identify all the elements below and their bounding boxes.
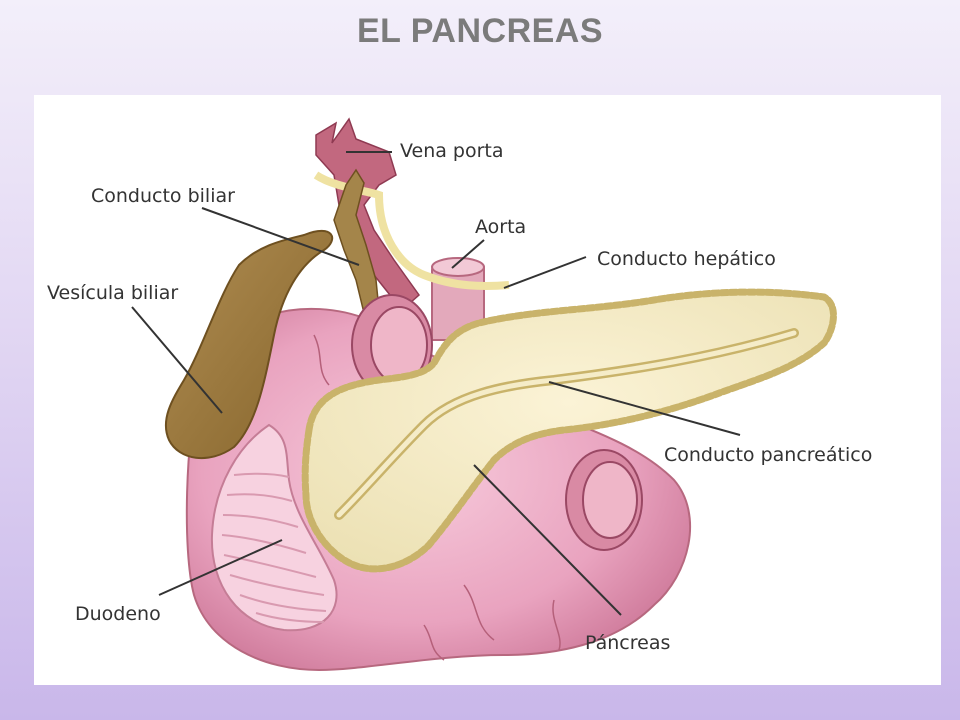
aorta-opening xyxy=(431,257,485,277)
upper-vessel xyxy=(351,294,433,396)
duodeno-folds xyxy=(221,472,327,623)
label-vesicula-biliar: Vesícula biliar xyxy=(47,282,178,304)
pancreas-diagram: Vena porta Conducto biliar Aorta Conduct… xyxy=(34,95,941,685)
right-vessel xyxy=(565,449,643,551)
slide-title: EL PANCREAS xyxy=(356,12,604,50)
label-conducto-pancreatico: Conducto pancreático xyxy=(664,444,872,466)
label-duodeno: Duodeno xyxy=(75,603,161,625)
leader-lines xyxy=(131,151,741,616)
conducto-biliar-duct xyxy=(333,168,380,314)
label-aorta: Aorta xyxy=(475,216,526,238)
label-conducto-biliar: Conducto biliar xyxy=(91,185,235,207)
conducto-pancreatico-lumen xyxy=(336,330,797,518)
stomach-veins xyxy=(313,334,561,661)
vesicula-biliar-organ xyxy=(164,229,334,460)
label-vena-porta: Vena porta xyxy=(400,140,504,162)
diagram-canvas: Vena porta Conducto biliar Aorta Conduct… xyxy=(47,117,872,672)
label-pancreas: Páncreas xyxy=(585,632,670,654)
label-conducto-hepatico: Conducto hepático xyxy=(597,248,776,270)
